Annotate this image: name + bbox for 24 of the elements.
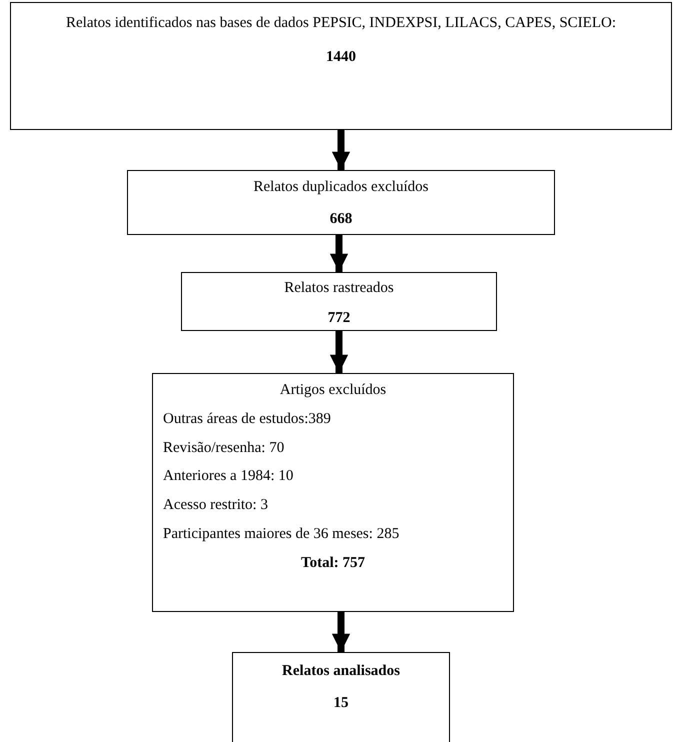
box-text: 15	[332, 694, 350, 713]
box-heading: Relatos duplicados excluídos	[252, 178, 430, 197]
process-box	[232, 652, 450, 742]
arrow	[330, 235, 348, 272]
box-heading: Relatos rastreados	[283, 279, 395, 298]
box-text: Outras áreas de estudos:389	[163, 410, 332, 429]
box-text: 668	[328, 210, 354, 229]
arrow	[332, 130, 350, 170]
box-text: Total: 757	[300, 554, 366, 572]
box-text: Anteriores a 1984: 10	[163, 467, 294, 486]
box-heading: Artigos excluídos	[278, 381, 388, 400]
box-text: 772	[326, 308, 352, 328]
arrow	[332, 612, 350, 652]
box-text: 1440	[325, 48, 357, 67]
process-box	[127, 170, 555, 235]
box-text: Acesso restrito: 3	[163, 496, 269, 515]
process-box	[152, 373, 514, 612]
box-text: Participantes maiores de 36 meses: 285	[163, 524, 400, 544]
box-text: Revisão/resenha: 70	[163, 438, 286, 458]
process-box	[10, 2, 672, 130]
process-box	[181, 272, 497, 331]
box-heading: Relatos analisados	[281, 662, 401, 681]
box-heading: Relatos identificados nas bases de dados PEPSIC, INDEXPSI, LILACS, CAPES, SCIELO:	[65, 14, 617, 33]
arrow	[330, 331, 348, 373]
